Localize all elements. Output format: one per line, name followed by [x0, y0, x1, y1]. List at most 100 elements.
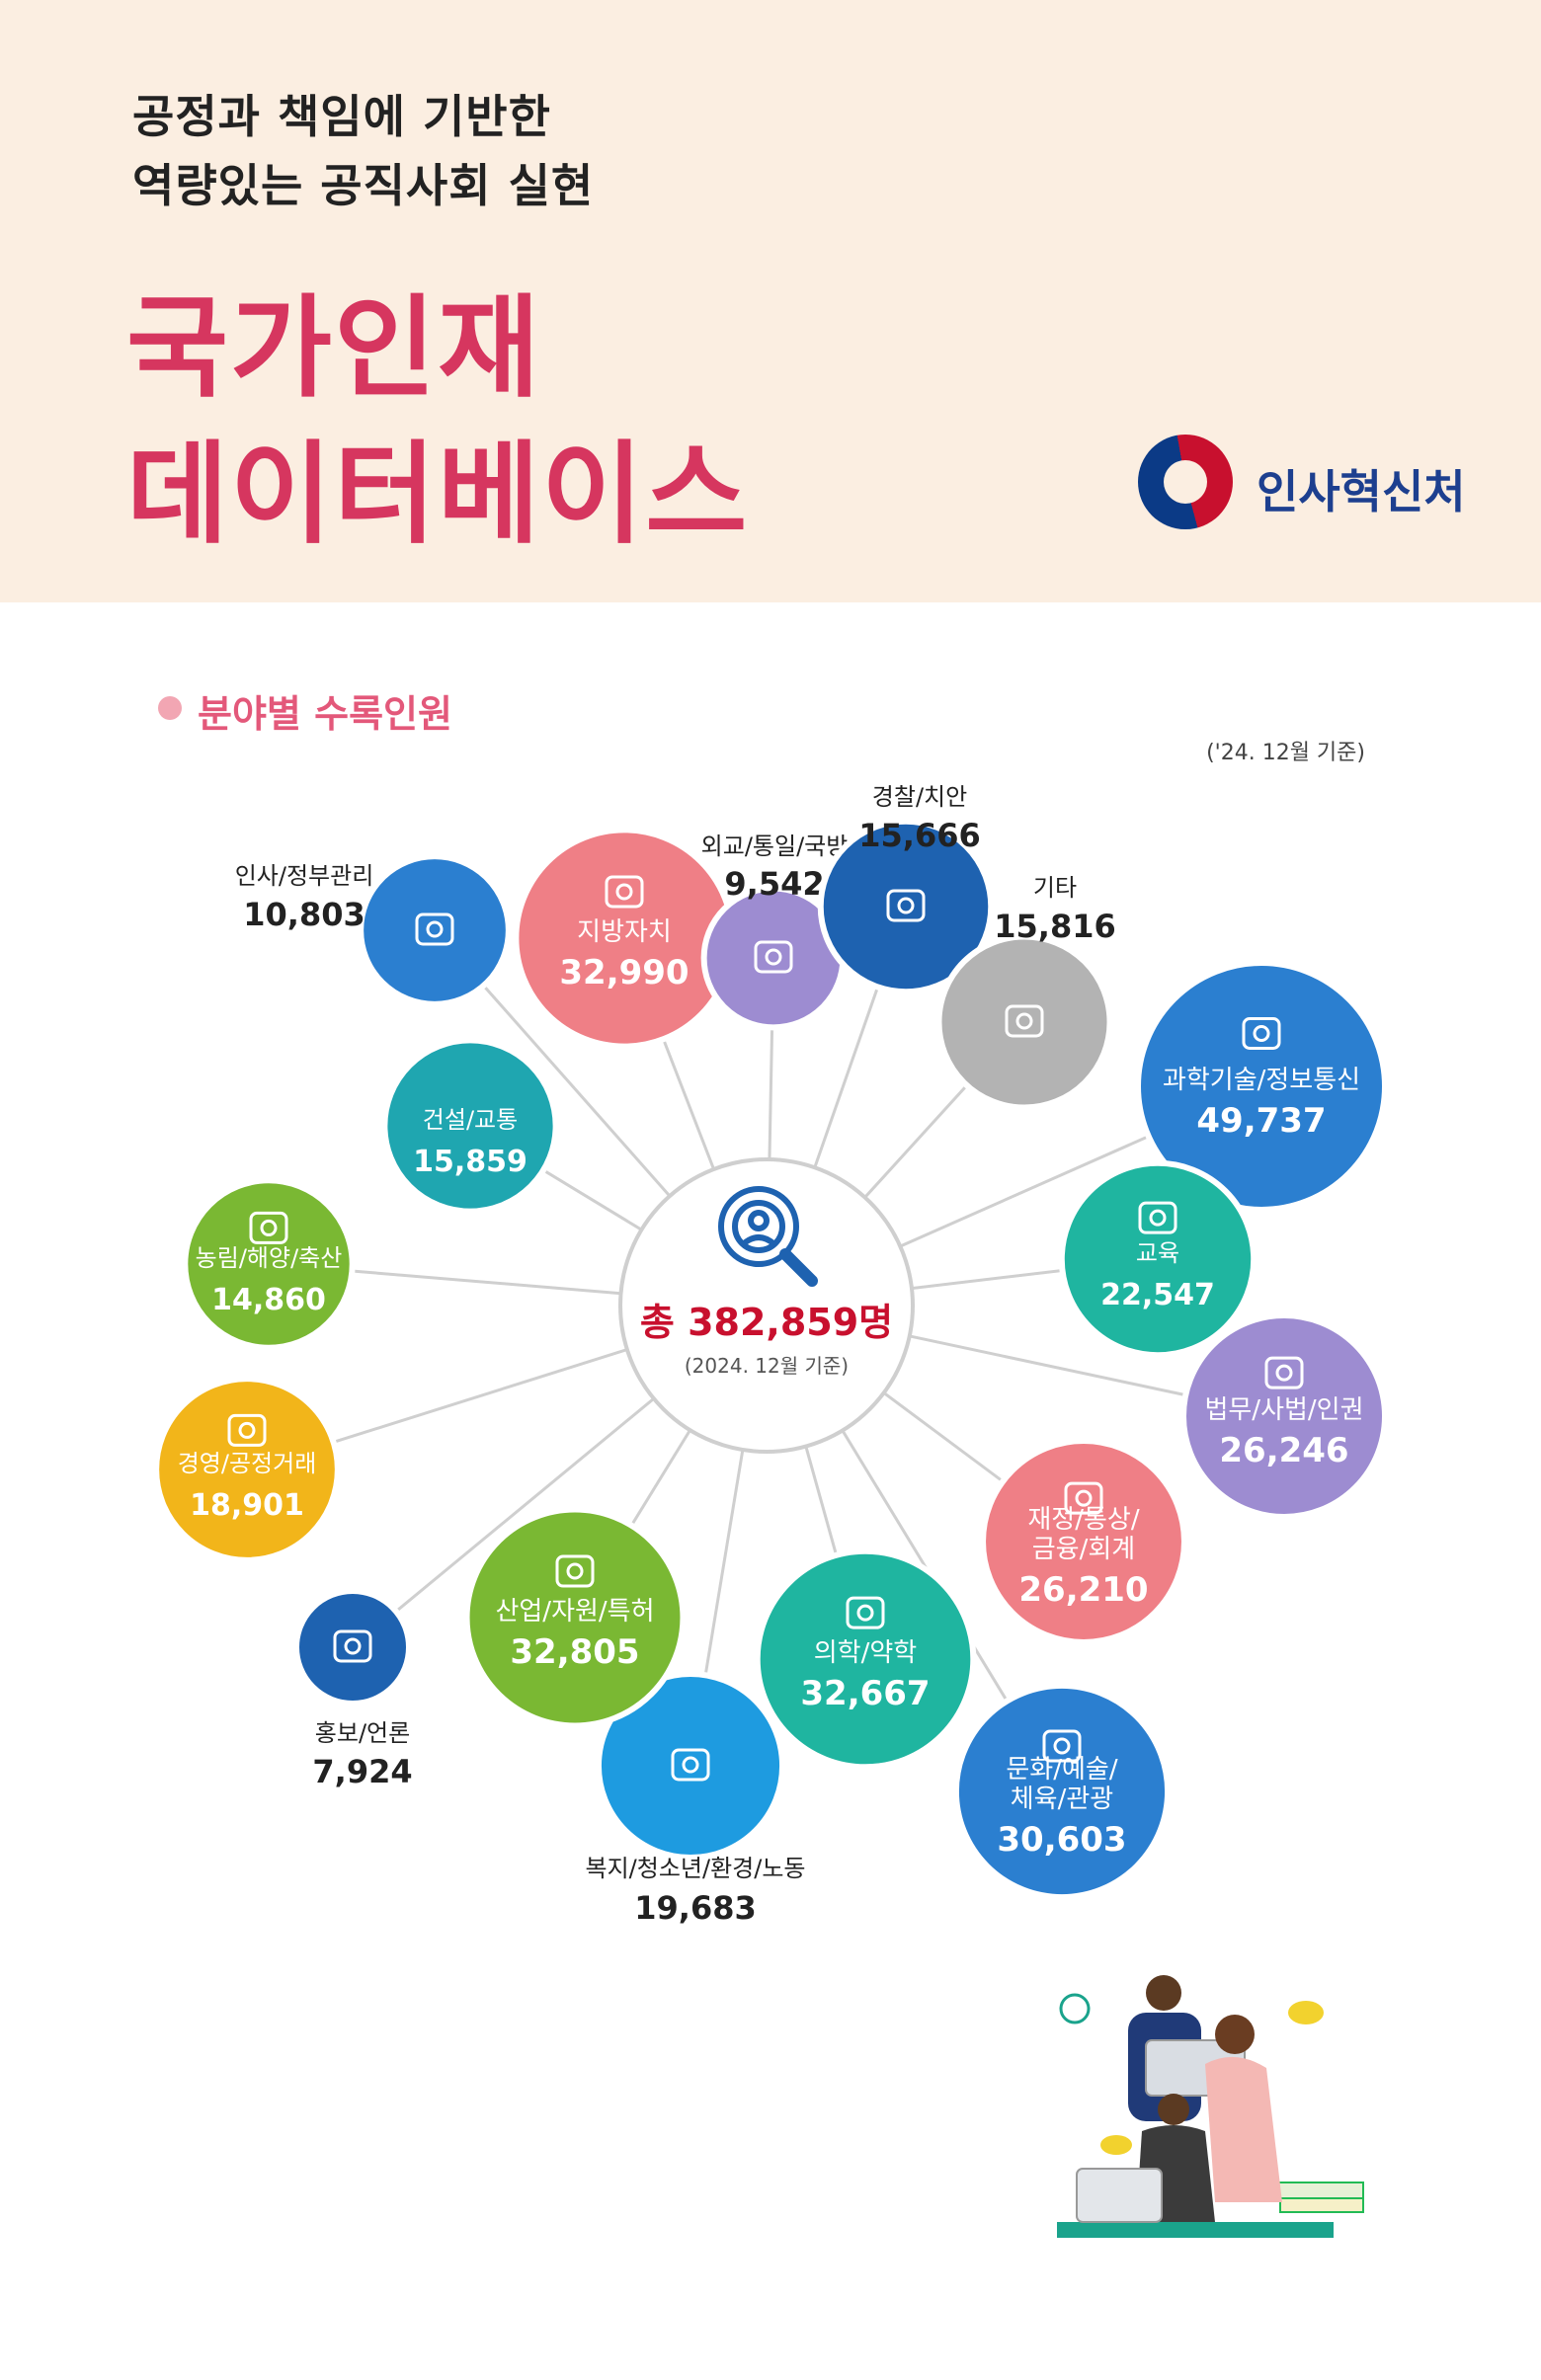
bubble-label-cat-16: 건설/교통 [423, 1106, 518, 1134]
bubble-group-cat-14: 경영/공정거래 18,901 [153, 1376, 341, 1563]
business-icon [227, 1413, 267, 1447]
bubble-group-cat-2: 외교/통일/국방 9,542 [700, 833, 849, 1031]
bubble-label-cat-0: 인사/정부관리 [235, 862, 374, 890]
artist-icon [1042, 1729, 1082, 1763]
bubble-value-cat-3: 15,666 [858, 817, 980, 854]
bubble-group-cat-1: 지방자치 32,990 [513, 827, 736, 1050]
bubble-value-cat-13: 7,924 [312, 1753, 412, 1790]
scales-icon [1264, 1356, 1304, 1389]
bubble-label-cat-4: 기타 [1033, 874, 1077, 902]
police-icon [886, 889, 926, 922]
bubble-value-cat-11: 19,683 [634, 1889, 756, 1927]
bubble-label-cat-2: 외교/통일/국방 [701, 833, 849, 860]
bubble-cat-4 [935, 933, 1113, 1111]
bubble-value-cat-4: 15,816 [994, 908, 1115, 945]
org-name: 인사혁신처 [1257, 465, 1466, 518]
bubble-group-cat-7: 법무/사법/인권 26,246 [1179, 1311, 1389, 1521]
office-workers-illustration [1057, 1975, 1364, 2238]
bubble-value-cat-14: 18,901 [190, 1488, 304, 1523]
bubble-cat-9 [952, 1682, 1172, 1901]
bubble-value-cat-1: 32,990 [559, 953, 689, 992]
water-drops-icon [249, 1211, 288, 1244]
bubble-cat-3 [817, 818, 995, 995]
bubble-cat-14 [153, 1376, 341, 1563]
bubble-group-cat-16: 건설/교통 15,859 [381, 1037, 559, 1215]
bubble-value-cat-6: 22,547 [1100, 1278, 1215, 1312]
bubble-cat-13 [293, 1588, 412, 1706]
bubble-value-cat-10: 32,667 [800, 1674, 930, 1713]
bubble-label-cat-3: 경찰/치안 [872, 783, 967, 811]
section-bullet-icon [158, 696, 182, 720]
family-house-icon [671, 1748, 710, 1782]
magnifier-person-icon [718, 1186, 818, 1287]
document-icon [555, 1554, 595, 1588]
bubble-label-cat-1: 지방자치 [577, 917, 672, 947]
coins-icon [1064, 1481, 1103, 1515]
bubble-cat-7 [1179, 1311, 1389, 1521]
bubble-value-cat-0: 10,803 [243, 896, 365, 933]
government-emblem-icon [1138, 435, 1233, 529]
bubble-label-cat-15: 농림/해양/축산 [196, 1244, 343, 1272]
school-icon [1138, 1201, 1177, 1234]
bubble-label-cat-5: 과학기술/정보통신 [1163, 1066, 1360, 1095]
title-line-1: 국가인재 [126, 284, 542, 413]
center-circle [618, 1157, 915, 1454]
bubble-label-cat-8-0: 재정/통상/ [1027, 1505, 1139, 1535]
bubble-group-cat-12: 산업/자원/특허 32,805 [463, 1506, 687, 1729]
bubble-cat-11 [595, 1670, 786, 1862]
basis-note: ('24. 12월 기준) [1206, 741, 1365, 765]
bubble-cat-16 [381, 1037, 559, 1215]
bubble-label-cat-10: 의학/약학 [814, 1638, 917, 1668]
bubble-group-cat-0: 인사/정부관리 10,803 [235, 853, 512, 1007]
bubble-cat-10 [754, 1547, 977, 1771]
bubble-cat-0 [358, 853, 512, 1007]
bubble-label-cat-9-1: 체육/관광 [1011, 1785, 1113, 1814]
bubble-cat-5 [1135, 960, 1388, 1213]
bubble-label-cat-6: 교육 [1136, 1239, 1179, 1267]
bubble-cat-12 [463, 1506, 687, 1729]
bubble-group-cat-5: 과학기술/정보통신 49,737 [1135, 960, 1388, 1213]
tank-icon [754, 940, 793, 974]
subtitle-line-2: 역량있는 공직사회 실현 [132, 159, 595, 212]
bubble-label-cat-12: 산업/자원/특허 [495, 1597, 654, 1626]
bubble-value-cat-2: 9,542 [724, 865, 824, 903]
section-title: 분야별 수록인원 [198, 692, 452, 736]
bubble-value-cat-7: 26,246 [1219, 1431, 1348, 1470]
ambulance-icon [846, 1596, 885, 1629]
bubble-group-cat-4: 기타 15,816 [935, 874, 1116, 1111]
bubble-value-cat-8: 26,210 [1018, 1570, 1148, 1610]
bubble-group-cat-9: 문화/예술/체육/관광 30,603 [952, 1682, 1172, 1901]
bubble-group-cat-10: 의학/약학 32,667 [754, 1547, 977, 1771]
bubble-group-cat-3: 경찰/치안 15,666 [817, 783, 995, 995]
megaphone-icon [333, 1629, 372, 1663]
bubble-label-cat-8-1: 금융/회계 [1032, 1535, 1135, 1564]
bubble-value-cat-12: 32,805 [510, 1632, 639, 1672]
bubble-label-cat-7: 법무/사법/인권 [1204, 1395, 1363, 1425]
bubble-label-cat-11: 복지/청소년/환경/노동 [586, 1855, 806, 1882]
bubble-group-cat-6: 교육 22,547 [1058, 1159, 1257, 1359]
bubble-value-cat-16: 15,859 [413, 1145, 527, 1179]
bubble-value-cat-5: 49,737 [1196, 1101, 1326, 1141]
header-banner: 공정과 책임에 기반한 역량있는 공직사회 실현 국가인재 데이터베이스 인사혁… [0, 0, 1541, 602]
bubble-value-cat-9: 30,603 [997, 1820, 1126, 1860]
center-total-label: 총 382,859명 [640, 1301, 893, 1344]
bubble-group-cat-11: 복지/청소년/환경/노동 19,683 [586, 1670, 806, 1927]
mountain-icon [605, 875, 644, 909]
brain-gear-icon [1242, 1017, 1281, 1050]
people-group-icon [415, 912, 454, 946]
bubble-group-cat-13: 홍보/언론 7,924 [293, 1588, 413, 1790]
bubble-cat-8 [980, 1438, 1187, 1645]
bubble-label-cat-13: 홍보/언론 [315, 1719, 410, 1747]
center-note: (2024. 12월 기준) [685, 1354, 849, 1378]
bubble-group-cat-15: 농림/해양/축산 14,860 [182, 1177, 356, 1351]
bubble-label-cat-9-0: 문화/예술/ [1006, 1755, 1117, 1785]
subtitle-line-1: 공정과 책임에 기반한 [132, 90, 551, 143]
bubble-group-cat-8: 재정/통상/금융/회계 26,210 [980, 1438, 1187, 1645]
bubble-cat-6 [1058, 1159, 1257, 1359]
bubble-value-cat-15: 14,860 [211, 1283, 326, 1317]
speech-bubbles-icon [1005, 1004, 1044, 1038]
bubble-label-cat-14: 경영/공정거래 [178, 1450, 317, 1477]
bubble-cat-15 [182, 1177, 356, 1351]
title-line-2: 데이터베이스 [126, 431, 750, 559]
